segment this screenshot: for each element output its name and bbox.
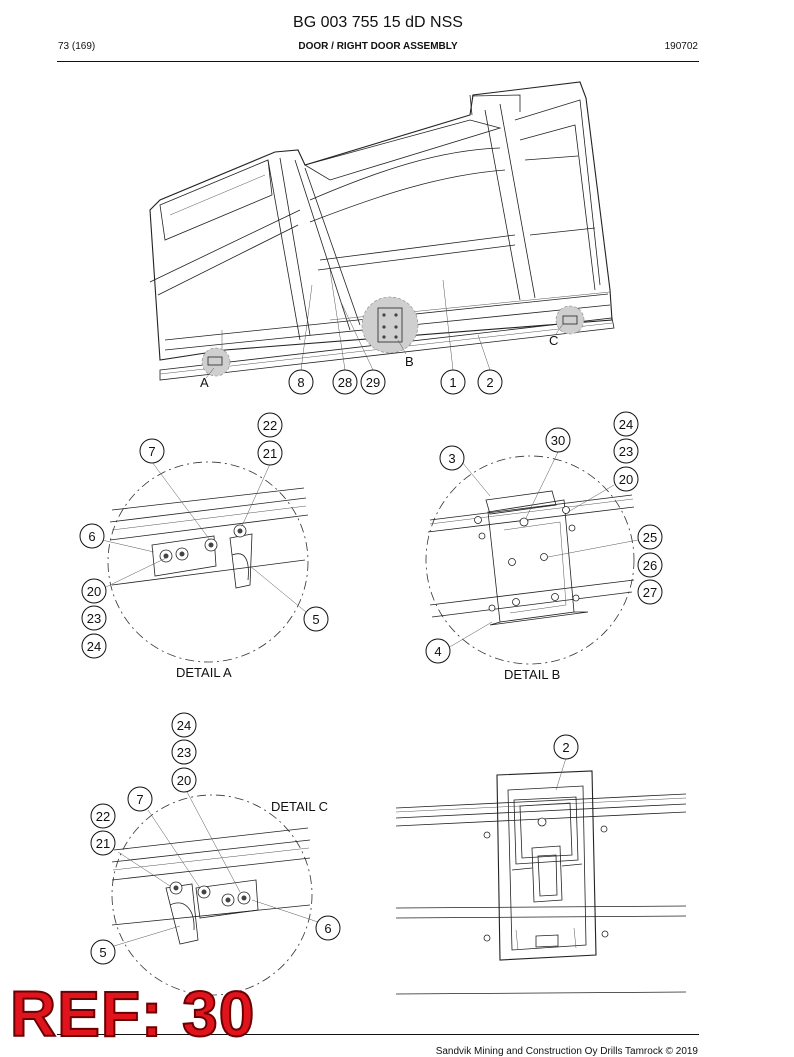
callout-7: 7 — [148, 444, 155, 459]
zone-label-c: C — [549, 333, 558, 348]
callout-22: 22 — [263, 418, 277, 433]
callout-20: 20 — [177, 773, 191, 788]
callout-5: 5 — [99, 945, 106, 960]
detail-2-callouts: 2 — [553, 734, 579, 760]
main-door-view — [149, 81, 615, 381]
callout-1: 1 — [449, 375, 456, 390]
document-code: 190702 — [664, 41, 698, 52]
detail-b-drawing — [425, 451, 639, 665]
main-callouts: 8 28 29 1 2 — [288, 369, 503, 395]
footer-copyright: Sandvik Mining and Construction Oy Drill… — [435, 1046, 698, 1057]
callout-21: 21 — [96, 836, 110, 851]
header-rule — [57, 61, 699, 62]
callout-30: 30 — [551, 433, 565, 448]
callout-8: 8 — [297, 375, 304, 390]
callout-24: 24 — [619, 417, 633, 432]
callout-28: 28 — [338, 375, 352, 390]
zone-label-b: B — [405, 354, 414, 369]
callout-7: 7 — [136, 792, 143, 807]
callout-6: 6 — [324, 921, 331, 936]
zone-label-a: A — [200, 375, 209, 390]
detail-a-callouts: 22 21 7 6 20 23 24 5 — [79, 412, 329, 659]
callout-4: 4 — [434, 644, 441, 659]
callout-2: 2 — [486, 375, 493, 390]
callout-25: 25 — [643, 530, 657, 545]
page-number: 73 (169) — [58, 41, 96, 52]
callout-22: 22 — [96, 809, 110, 824]
detail-a-title: DETAIL A — [176, 665, 232, 680]
callout-24: 24 — [87, 639, 101, 654]
section-title: DOOR / RIGHT DOOR ASSEMBLY — [298, 41, 458, 52]
callout-23: 23 — [177, 745, 191, 760]
callout-21: 21 — [263, 446, 277, 461]
callout-20: 20 — [87, 584, 101, 599]
callout-27: 27 — [643, 585, 657, 600]
callout-24: 24 — [177, 718, 191, 733]
callout-2: 2 — [562, 740, 569, 755]
detail-a-drawing — [101, 461, 309, 663]
document-title: BG 003 755 15 dD NSS — [293, 14, 463, 31]
callout-23: 23 — [619, 444, 633, 459]
detail-c-drawing — [111, 789, 319, 996]
detail-b-title: DETAIL B — [504, 667, 560, 682]
callout-29: 29 — [366, 375, 380, 390]
callout-6: 6 — [88, 529, 95, 544]
detail-b-callouts: 24 23 20 30 3 25 26 27 4 — [425, 411, 663, 664]
callout-20: 20 — [619, 472, 633, 487]
detail-c-callouts: 24 23 20 7 22 21 6 5 — [90, 712, 341, 965]
ref-stamp: REF: 30 — [9, 978, 256, 1050]
callout-3: 3 — [448, 451, 455, 466]
callout-23: 23 — [87, 611, 101, 626]
callout-26: 26 — [643, 558, 657, 573]
detail-2-drawing — [395, 757, 687, 995]
footer-rule — [57, 1034, 699, 1035]
callout-5: 5 — [312, 612, 319, 627]
detail-c-title: DETAIL C — [271, 799, 328, 814]
